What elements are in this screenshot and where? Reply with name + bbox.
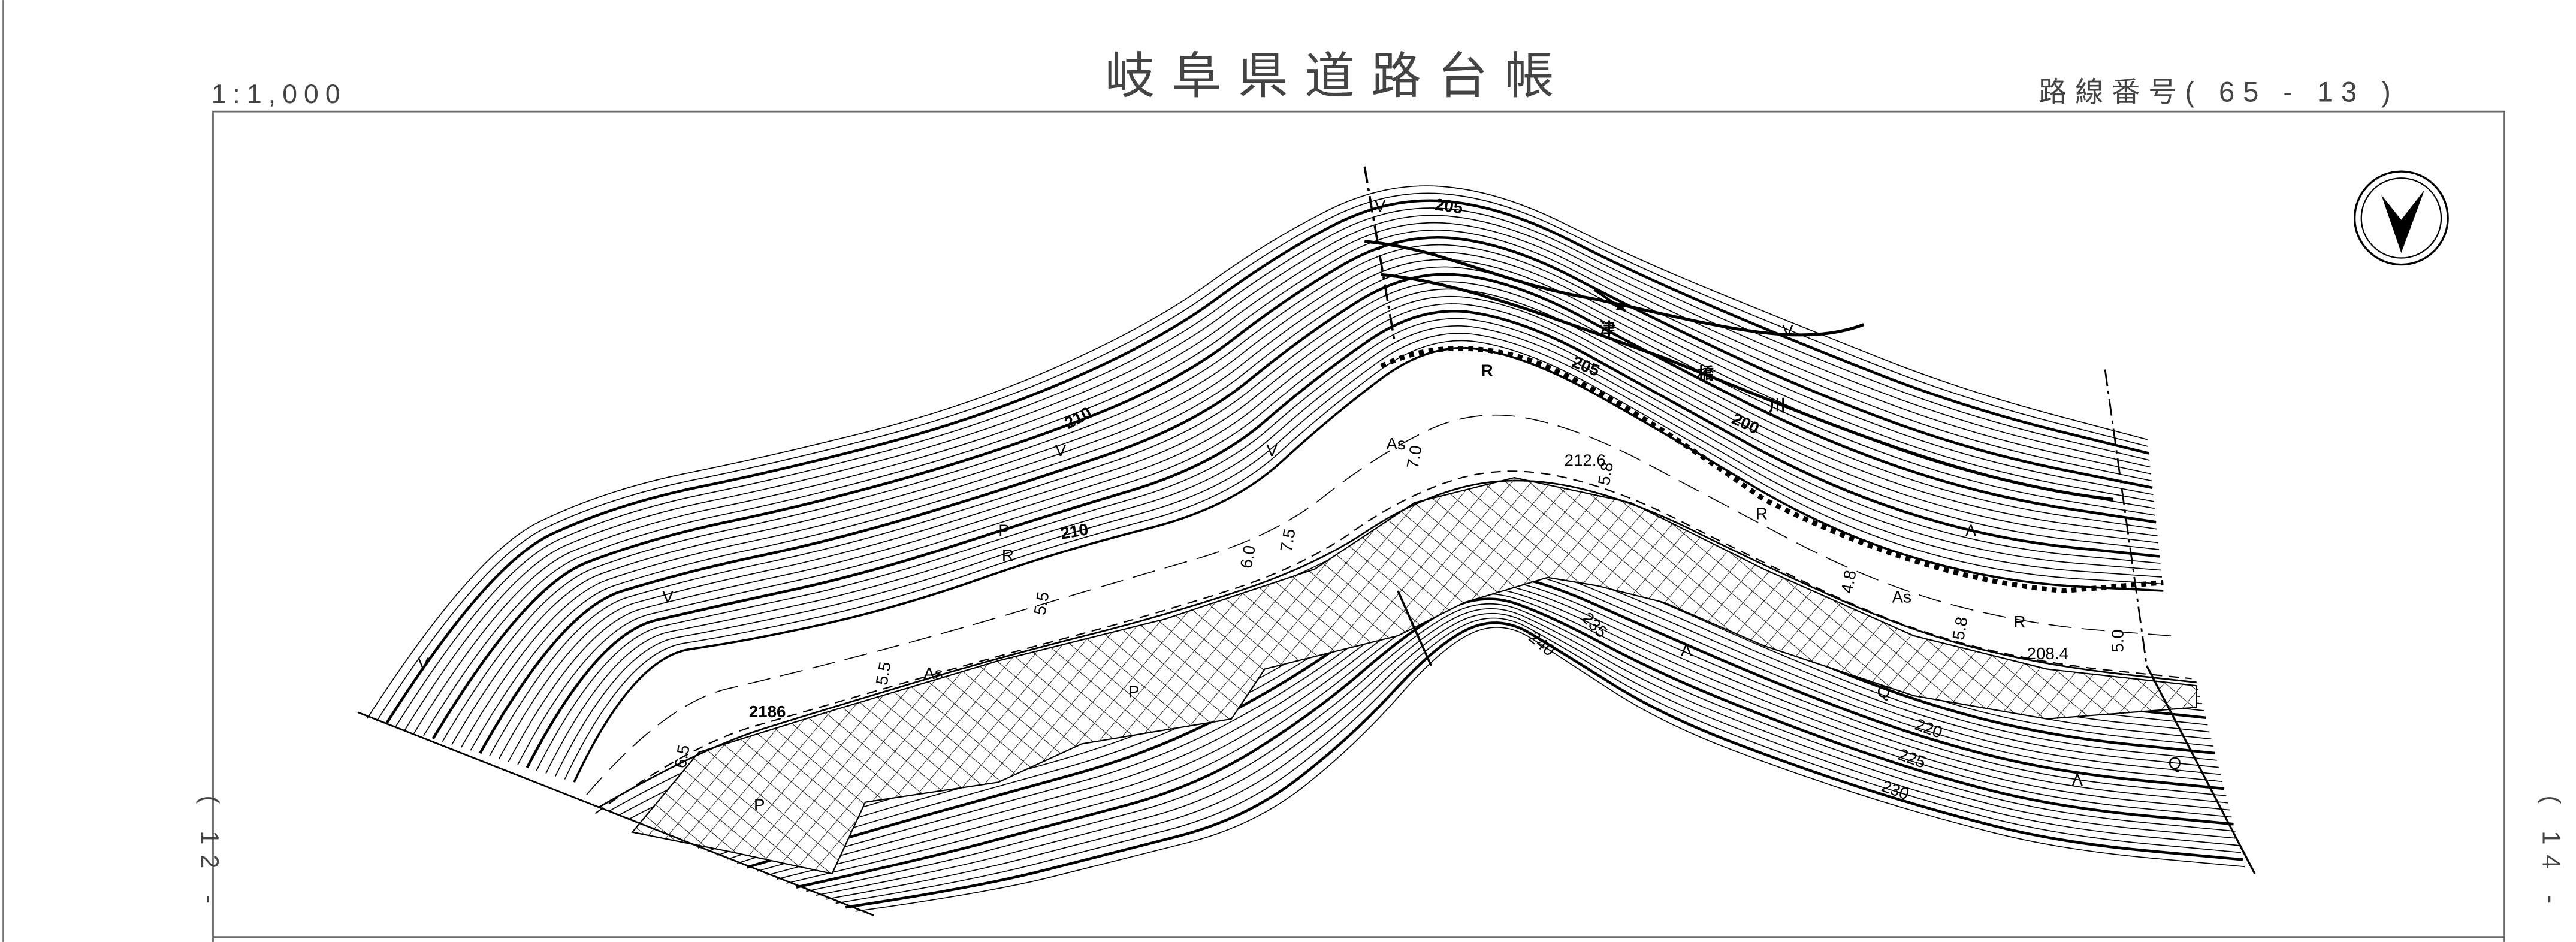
contour-line — [816, 608, 2237, 896]
feature-label-p: P — [998, 521, 1010, 539]
contour-line — [395, 207, 2150, 728]
feature-label-lambda: Λ — [2072, 771, 2083, 789]
road-width: 6.5 — [671, 744, 693, 769]
section-line — [2146, 665, 2256, 874]
surface-label: As — [923, 664, 943, 683]
feature-label-lambda: Λ — [1681, 641, 1692, 659]
contour-line — [855, 627, 2245, 912]
adjacent-sheet-right: ( 14 - — [2537, 796, 2565, 914]
river-bank — [1364, 240, 1865, 337]
contour-line — [461, 259, 2155, 748]
contour-line — [508, 295, 2158, 762]
spot-elevation: 212.6 — [1565, 451, 1606, 470]
road-width: 7.0 — [1403, 444, 1425, 470]
adjacent-sheet-left: ( 12 - — [196, 796, 224, 914]
surface-label: As — [1386, 434, 1405, 453]
retaining-wall — [1380, 346, 2164, 594]
contour-line — [413, 222, 2151, 733]
contour-line — [367, 185, 2148, 719]
river-name-char: 川 — [1769, 396, 1786, 415]
section-line — [1397, 590, 1432, 666]
feature-label-r: R — [2013, 612, 2025, 631]
spot-elevation: 208.4 — [2027, 644, 2068, 663]
feature-label-p: P — [1128, 683, 1140, 701]
scale-label: 1:1,000 — [212, 80, 347, 109]
contour-label: 200 — [1729, 409, 1762, 438]
road-width: 7.5 — [1276, 527, 1298, 553]
contour-label: 225 — [1896, 745, 1928, 772]
contour-line — [498, 288, 2158, 760]
contour-label: 210 — [1059, 520, 1089, 543]
road-boundary-dashed — [594, 470, 2192, 814]
road-width: 5.8 — [1594, 461, 1617, 487]
feature-label-v: V — [1266, 441, 1278, 460]
contour-line — [431, 236, 2153, 740]
road-width: 5.5 — [872, 660, 895, 686]
map-frame — [212, 110, 2505, 942]
contour-line — [479, 273, 2157, 754]
river-name-char: 橋 — [1698, 364, 1714, 383]
feature-label-r: R — [1481, 361, 1493, 380]
road-width: 4.8 — [1837, 569, 1859, 594]
contour-label: 205 — [1434, 195, 1464, 217]
contour-line — [545, 325, 2161, 774]
contour-line — [376, 192, 2149, 722]
feature-label-r: R — [1002, 546, 1014, 564]
contour-line — [470, 266, 2156, 751]
contour-line — [404, 215, 2151, 730]
section-line — [1363, 166, 1396, 342]
feature-label-v: V — [1375, 197, 1386, 215]
feature-label-v: V — [1055, 441, 1067, 460]
contour-line — [806, 603, 2236, 892]
road-width: 6.0 — [1237, 544, 1259, 569]
route-number: 路線番号( 65 - 13 ) — [2039, 76, 2399, 108]
sheet-boundary-line — [357, 711, 874, 916]
contour-line — [835, 617, 2241, 904]
contour-line — [385, 199, 2149, 725]
feature-label-q: Q — [2169, 754, 2182, 772]
road-width: 5.5 — [1030, 590, 1052, 616]
feature-label-q: Q — [1877, 683, 1891, 701]
road-width: 5.8 — [1949, 615, 1971, 641]
section-line — [2104, 369, 2148, 666]
river-bank — [1381, 273, 2114, 501]
feature-label-v: V — [1782, 321, 1793, 340]
contour-line — [423, 230, 2152, 736]
river-flow-arrow-icon — [1593, 288, 1627, 313]
spot-elevation: 2186 — [749, 702, 786, 721]
hatched-slope-area — [631, 476, 2197, 875]
contour-group-upper — [367, 185, 2163, 780]
north-arrow-icon — [2353, 170, 2449, 266]
contour-label: 220 — [1913, 715, 1945, 742]
contour-line — [489, 281, 2157, 757]
feature-label-r: R — [1756, 505, 1768, 523]
river-name-char: 津 — [1599, 319, 1616, 338]
contour-line — [517, 303, 2160, 765]
surface-label: As — [1892, 587, 1911, 606]
road-center-line — [586, 414, 2181, 795]
contour-line — [564, 340, 2163, 780]
contour-line — [442, 244, 2154, 742]
contour-line — [826, 613, 2239, 900]
sheet-title: 岐阜県道路台帳 — [1105, 49, 1571, 104]
feature-label-v: V — [418, 654, 429, 672]
contour-line — [526, 310, 2160, 769]
contour-line — [845, 621, 2243, 909]
feature-label-p: P — [754, 796, 765, 814]
contour-line — [796, 597, 2234, 889]
contour-line — [536, 318, 2161, 771]
feature-label-lambda: Λ — [1965, 521, 1977, 539]
contour-line — [451, 252, 2154, 745]
road-edge — [573, 347, 2164, 783]
road-width: 5.0 — [2109, 629, 2127, 653]
feature-label-v: V — [662, 587, 674, 606]
road-edge — [599, 479, 2197, 808]
contour-line — [554, 333, 2162, 777]
